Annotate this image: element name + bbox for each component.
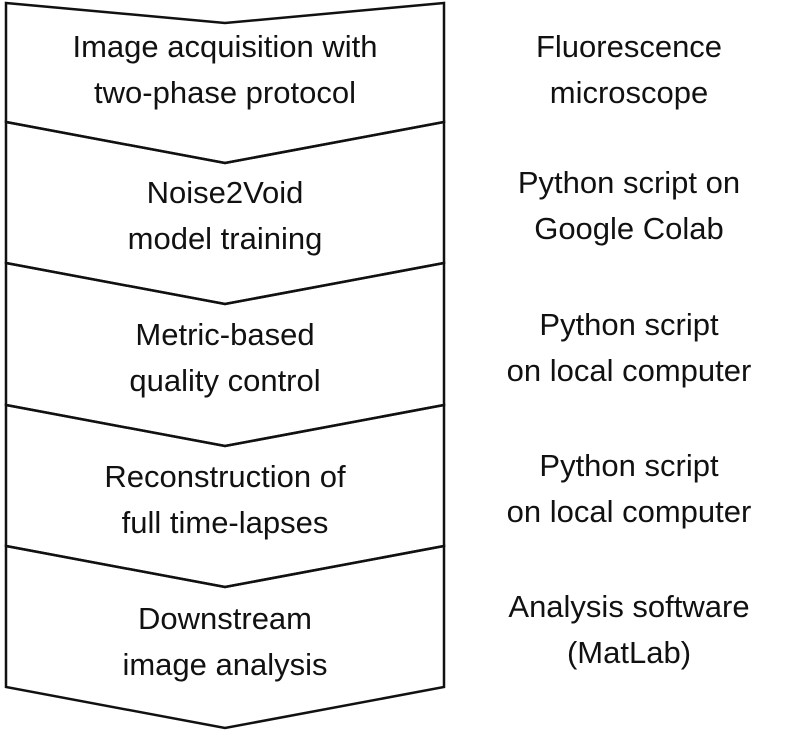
step-2-tool: Python script on Google Colab <box>465 160 793 252</box>
step-5-tool-line-1: Analysis software <box>508 589 750 624</box>
step-3-tool-line-2: on local computer <box>506 353 752 388</box>
step-3-tool: Python script on local computer <box>465 302 793 394</box>
step-4-tool: Python script on local computer <box>465 443 793 535</box>
step-5-line-2: image analysis <box>122 647 328 682</box>
step-1-tool-line-2: microscope <box>549 75 709 110</box>
step-2-label: Noise2Void model training <box>6 170 444 262</box>
step-2-tool-line-1: Python script on <box>517 165 741 200</box>
step-5-tool: Analysis software (MatLab) <box>465 584 793 676</box>
step-1-tool-line-1: Fluorescence <box>535 29 723 64</box>
step-3-line-1: Metric-based <box>135 317 315 352</box>
step-3-tool-line-1: Python script <box>539 307 719 342</box>
step-2-tool-line-2: Google Colab <box>534 211 724 246</box>
chevron-step-5 <box>4 544 446 730</box>
step-2-line-1: Noise2Void <box>146 175 304 210</box>
step-4-label: Reconstruction of full time-lapses <box>6 454 444 546</box>
step-4-line-2: full time-lapses <box>121 505 329 540</box>
step-4-line-1: Reconstruction of <box>104 459 346 494</box>
step-1-line-2: two-phase protocol <box>94 75 356 110</box>
step-3-label: Metric-based quality control <box>6 312 444 404</box>
step-5-label: Downstream image analysis <box>6 596 444 688</box>
step-1-tool: Fluorescence microscope <box>465 24 793 116</box>
step-5-line-1: Downstream <box>138 601 312 636</box>
step-2-line-2: model training <box>127 221 323 256</box>
step-4-tool-line-2: on local computer <box>506 494 752 529</box>
step-4-tool-line-1: Python script <box>539 448 719 483</box>
step-5-tool-line-2: (MatLab) <box>566 635 692 670</box>
step-3-line-2: quality control <box>129 363 321 398</box>
step-1-line-1: Image acquisition with <box>72 29 378 64</box>
step-1-label: Image acquisition with two-phase protoco… <box>6 24 444 116</box>
